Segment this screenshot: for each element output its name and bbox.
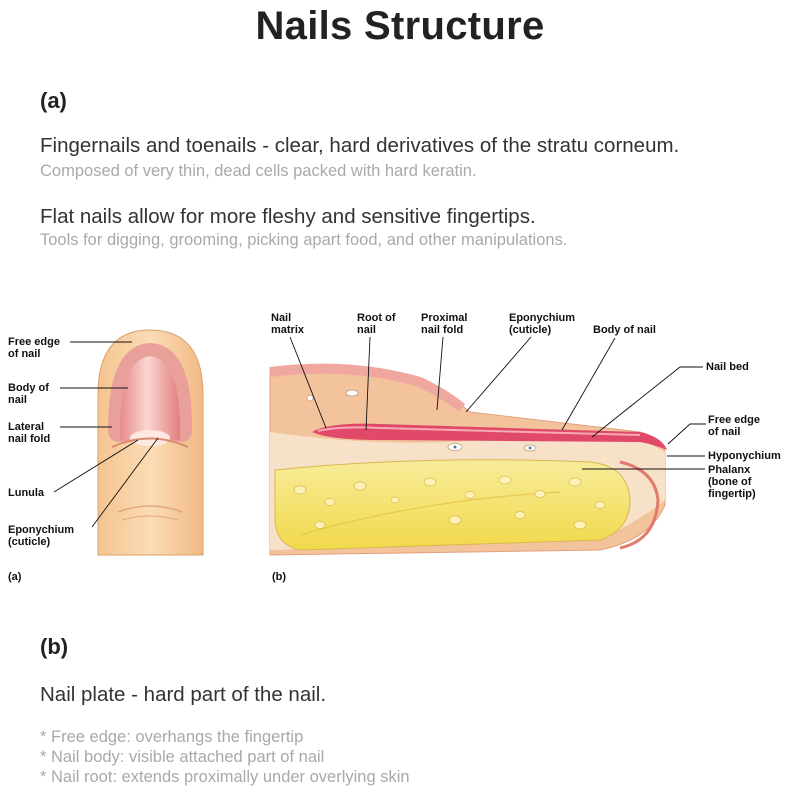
section-a-paragraph-1: Fingernails and toenails - clear, hard d… — [40, 134, 680, 157]
cross-section-drawing — [269, 363, 667, 556]
figure-a-leader-lines — [53, 341, 159, 528]
section-b-label: (b) — [40, 634, 69, 659]
section-a-subtext-1: Composed of very thin, dead cells packed… — [40, 162, 477, 180]
figure-a-panel-label: (a) — [8, 571, 22, 583]
section-a-paragraph-2: Flat nails allow for more fleshy and sen… — [40, 205, 536, 228]
figure-b-panel-label: (b) — [272, 571, 287, 583]
label-lunula: Lunula — [8, 487, 45, 499]
bullet-free-edge: * Free edge: overhangs the fingertip — [40, 728, 304, 746]
section-a-subtext-2: Tools for digging, grooming, picking apa… — [40, 231, 568, 249]
fingertip-drawing — [97, 329, 204, 556]
label-eponychium-b: Eponychium(cuticle) — [509, 312, 576, 336]
label-hyponychium: Hyponychium — [708, 450, 781, 462]
figure-b-leader-lines — [289, 336, 706, 470]
label-nail-bed: Nail bed — [706, 361, 749, 373]
label-body-of-nail-b: Body of nail — [593, 324, 656, 336]
label-eponychium-a: Eponychium(cuticle) — [8, 524, 75, 548]
section-b-main: Nail plate - hard part of the nail. — [40, 683, 327, 706]
section-a-label: (a) — [40, 88, 67, 113]
bullet-nail-root: * Nail root: extends proximally under ov… — [40, 768, 410, 786]
bullet-nail-body: * Nail body: visible attached part of na… — [40, 748, 325, 766]
page-title: Nails Structure — [255, 4, 545, 48]
